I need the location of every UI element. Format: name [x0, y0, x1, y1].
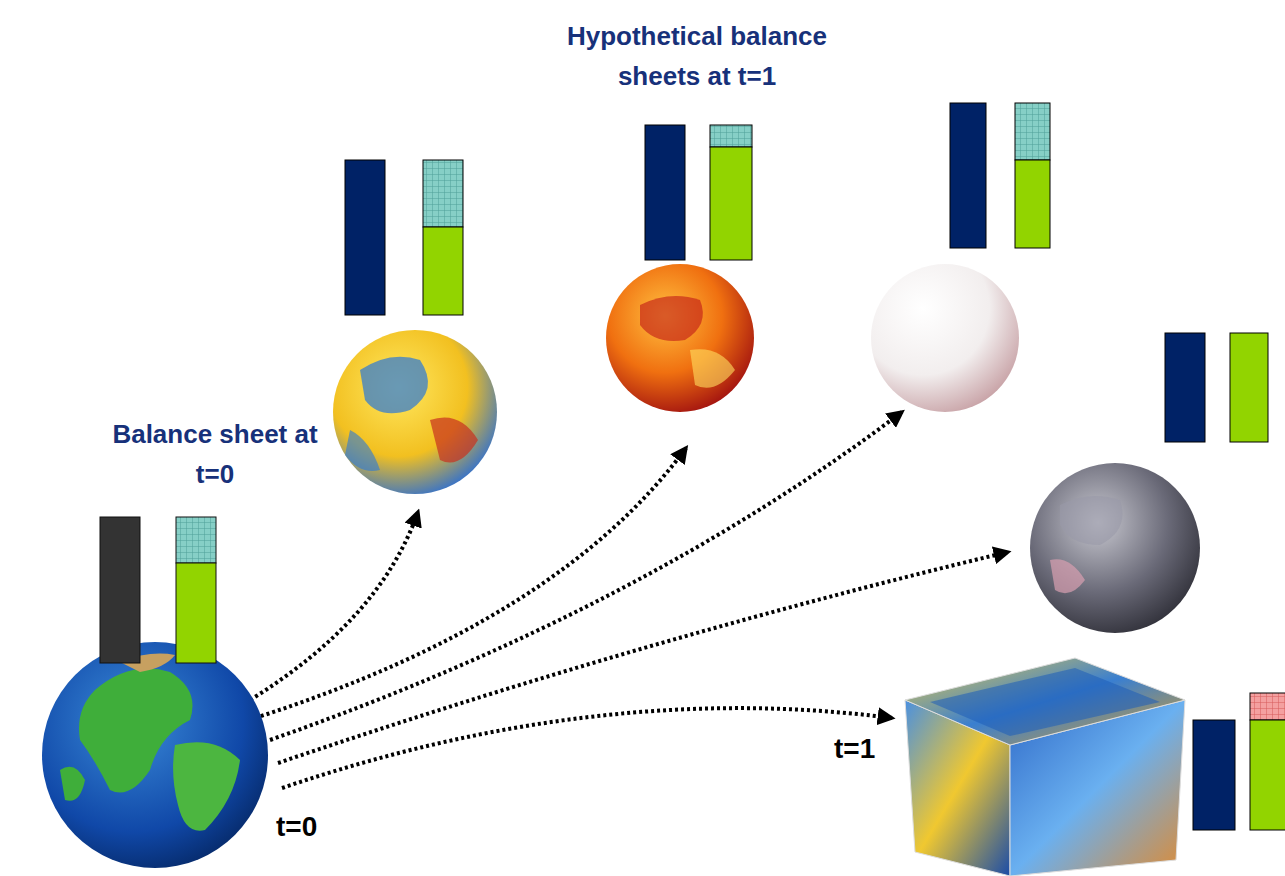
balance-sheet-bars	[645, 125, 752, 260]
heading-label: Hypothetical balance sheets at t=1	[532, 16, 862, 96]
scenario-globe	[1030, 463, 1200, 633]
time-label: t=0	[276, 810, 317, 844]
balance-sheet-bars	[950, 103, 1050, 248]
scenario-globe	[333, 330, 497, 494]
scenario-arrows	[250, 412, 1008, 788]
balance-sheet-bars	[100, 517, 216, 663]
scenario-globe	[606, 264, 754, 412]
cube-world	[905, 658, 1185, 876]
balance-sheet-bars	[345, 160, 463, 315]
balance-sheet-bars	[1165, 333, 1268, 442]
time-label: t=1	[834, 732, 875, 766]
earth-globe	[42, 642, 268, 868]
heading-label: Balance sheet at t=0	[110, 414, 320, 494]
scenario-globe	[871, 264, 1019, 412]
balance-sheet-bars	[1193, 693, 1285, 830]
